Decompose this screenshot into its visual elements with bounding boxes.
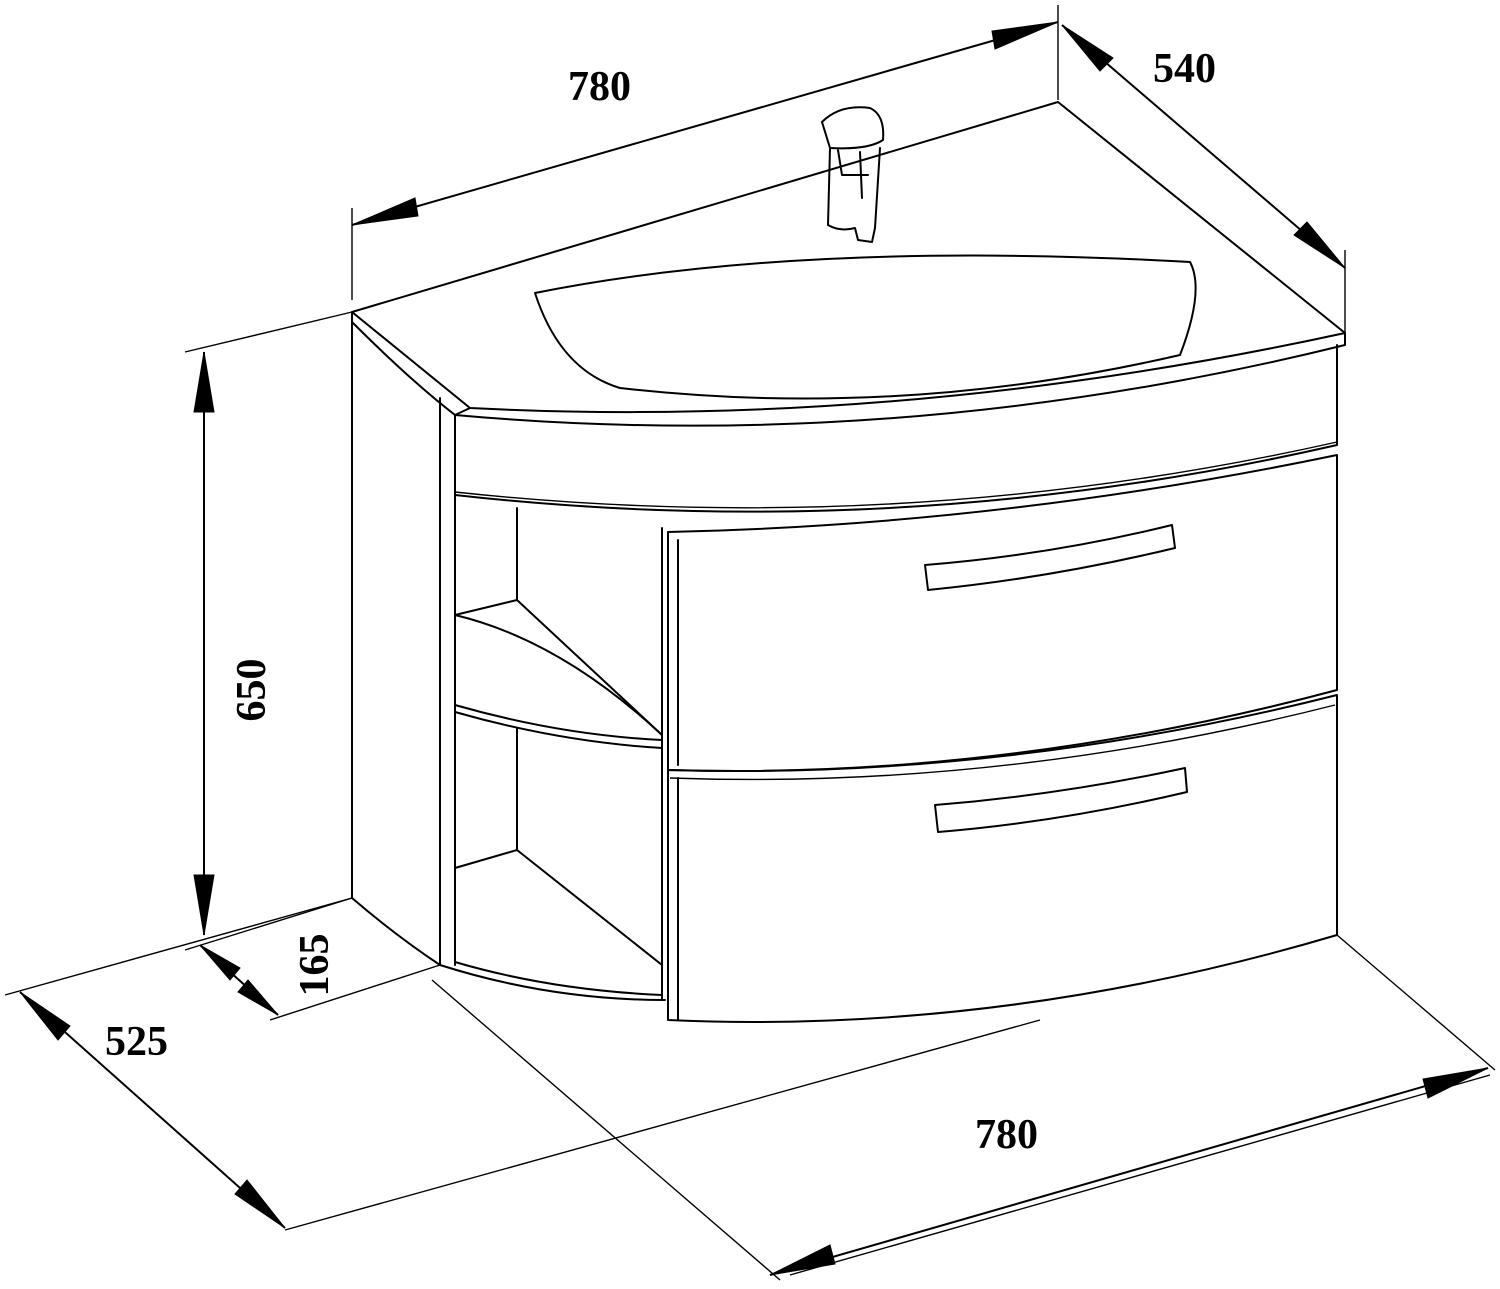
open-shelf <box>439 494 666 1001</box>
faucet-icon <box>821 106 885 243</box>
dimension-shelf-depth: 165 <box>199 934 338 1016</box>
dimension-label-shelf-depth: 165 <box>292 934 338 997</box>
dimension-bottom-width: 780 <box>769 1067 1489 1276</box>
left-side-panel <box>351 321 441 966</box>
dimension-label-top-width: 780 <box>568 64 631 110</box>
upper-drawer-handle <box>924 524 1176 591</box>
dimension-label-top-depth: 540 <box>1153 46 1216 92</box>
dimension-label-bottom-depth: 525 <box>105 1019 168 1065</box>
dimension-label-bottom-width: 780 <box>975 1112 1038 1158</box>
upper-drawer <box>667 454 1338 772</box>
countertop-top <box>351 101 1346 414</box>
countertop-edge <box>351 311 1346 427</box>
vanity-cabinet <box>351 101 1346 1023</box>
dimension-top-depth: 540 <box>1061 24 1346 269</box>
extension-lines <box>4 5 1496 1281</box>
dimension-label-height: 650 <box>229 659 275 722</box>
lower-drawer-handle <box>934 767 1188 833</box>
dimension-height: 650 <box>193 351 275 936</box>
basin-icon <box>534 254 1197 400</box>
dimension-top-width: 780 <box>351 21 1059 226</box>
top-rail <box>454 344 1338 513</box>
lower-drawer <box>667 694 1338 1023</box>
dimension-bottom-depth: 525 <box>19 991 286 1229</box>
